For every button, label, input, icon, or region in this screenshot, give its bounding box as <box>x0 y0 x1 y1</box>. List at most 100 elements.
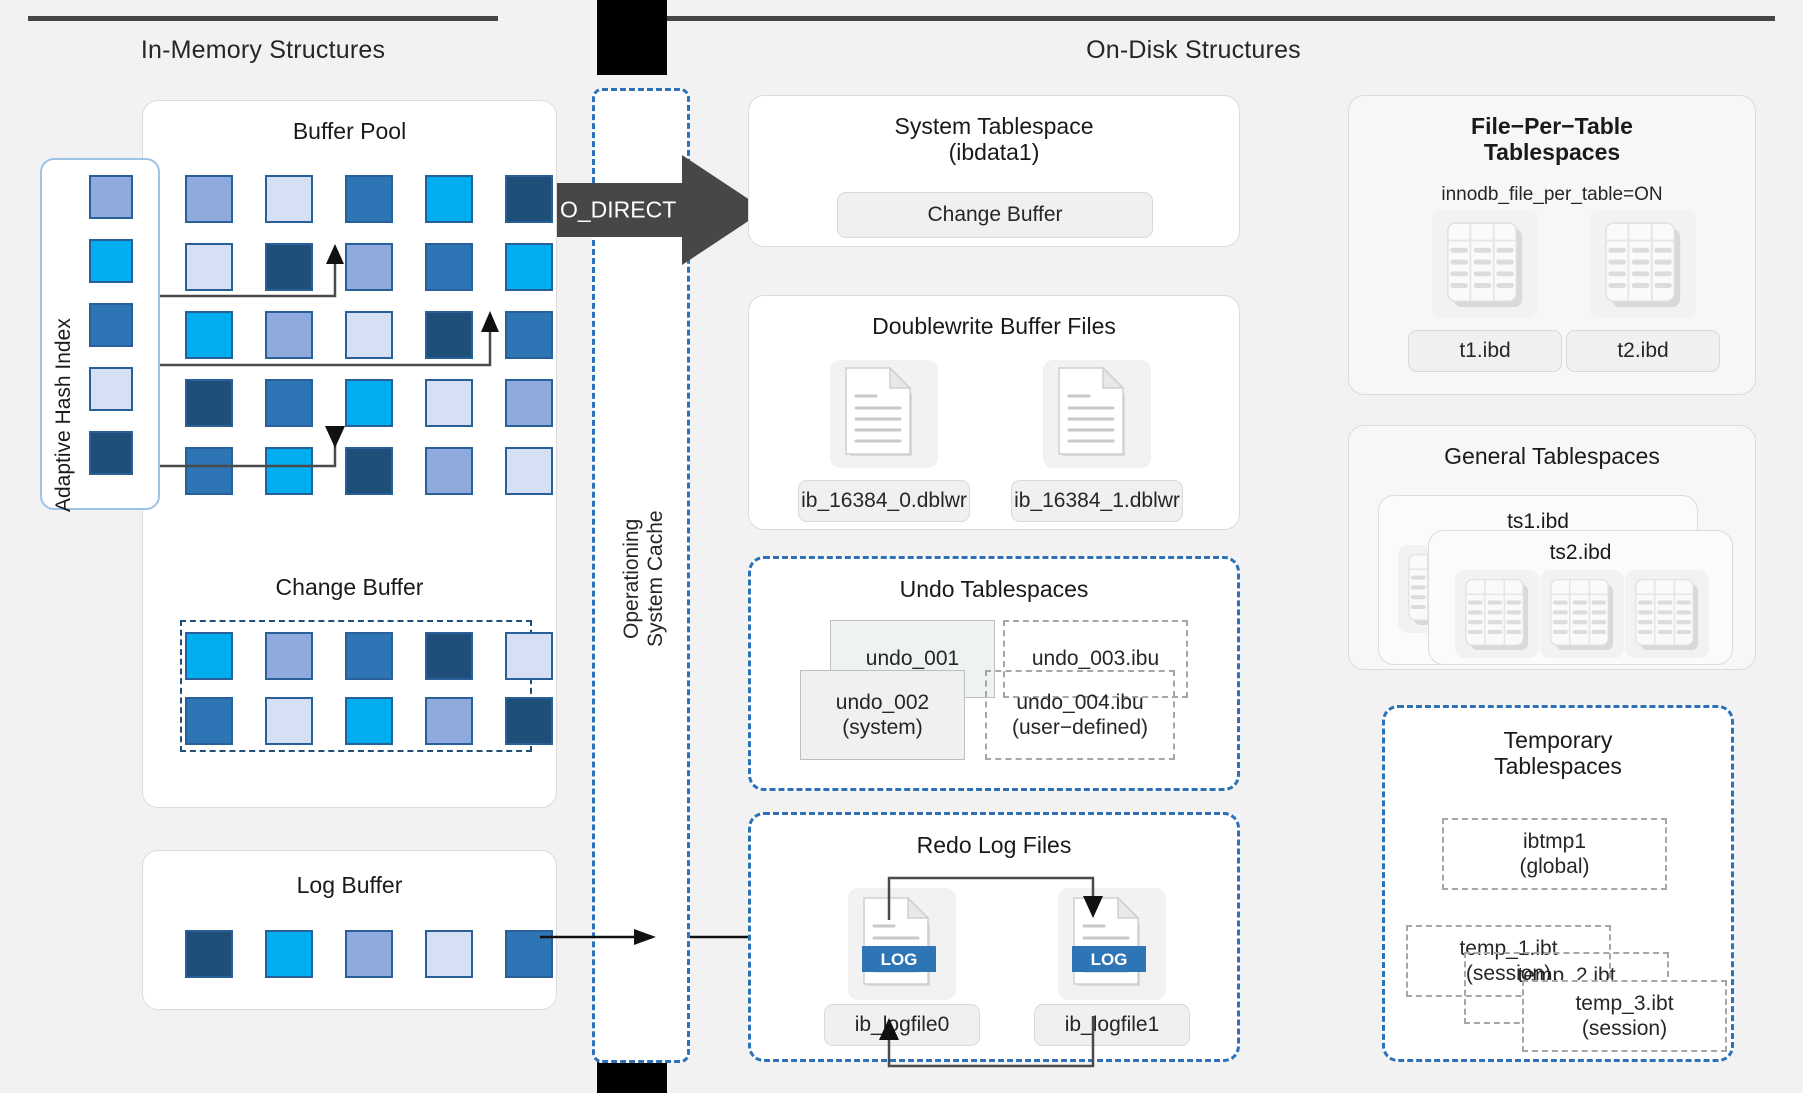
buffer-pool-page <box>265 447 313 495</box>
buffer-pool-page <box>185 175 233 223</box>
redo-log-files-title: Redo Log Files <box>916 832 1072 858</box>
change-buffer-page <box>185 632 233 680</box>
buffer-pool-page <box>505 311 553 359</box>
log-buffer-title: Log Buffer <box>296 872 403 898</box>
undo-tablespace-undo-004[interactable]: undo_004.ibu (user−defined) <box>985 670 1175 760</box>
right-column-title: On-Disk Structures <box>1086 36 1301 64</box>
o-direct-arrow-shape <box>530 155 765 265</box>
file-per-table-label[interactable]: t1.ibd <box>1408 330 1562 372</box>
change-buffer-page <box>345 697 393 745</box>
buffer-pool-page <box>185 379 233 427</box>
buffer-pool-page <box>505 243 553 291</box>
buffer-pool-page <box>185 243 233 291</box>
temporary-tablespace-ibtmp1[interactable]: ibtmp1 (global) <box>1442 818 1667 890</box>
change-buffer-page <box>505 632 553 680</box>
change-buffer-page <box>425 632 473 680</box>
os-cache-bottom-cap <box>597 1058 667 1093</box>
buffer-pool-page <box>425 447 473 495</box>
general-tablespaces-title: General Tablespaces <box>1444 443 1660 469</box>
doublewrite-buffer-title: Doublewrite Buffer Files <box>872 313 1116 339</box>
buffer-pool-title: Buffer Pool <box>292 118 407 144</box>
change-buffer-page <box>345 632 393 680</box>
doublewrite-file-icon <box>830 360 938 468</box>
adaptive-hash-index-page <box>89 303 133 347</box>
log-buffer-page <box>265 930 313 978</box>
temporary-tablespace-temp-1[interactable]: temp_1.ibt (session) <box>1406 925 1611 997</box>
doublewrite-file-icon <box>1043 360 1151 468</box>
document-icon-shape: LOG <box>862 896 936 986</box>
log-buffer-page <box>185 930 233 978</box>
document-icon-shape <box>845 366 912 456</box>
buffer-pool-page <box>345 379 393 427</box>
redo-log-file-icon: LOG <box>848 888 956 1000</box>
o-direct-label: O_DIRECT <box>560 196 677 223</box>
system-tablespace-change-buffer[interactable]: Change Buffer <box>837 192 1153 238</box>
document-icon-shape: LOG <box>1072 896 1146 986</box>
redo-log-file-label[interactable]: ib_logfile1 <box>1034 1004 1190 1046</box>
table-icon-shape <box>1605 222 1681 307</box>
general-tablespace-ts2-table-icon <box>1540 570 1624 658</box>
buffer-pool-page <box>185 447 233 495</box>
left-column-title: In-Memory Structures <box>140 36 386 64</box>
o-direct-arrow: O_DIRECT <box>530 155 765 265</box>
temporary-tablespace-temp-3[interactable]: temp_3.ibt (session) <box>1522 980 1727 1052</box>
table-icon-shape <box>1447 222 1523 307</box>
doublewrite-file-label[interactable]: ib_16384_1.dblwr <box>1011 480 1183 522</box>
undo-tablespace-undo-002[interactable]: undo_002 (system) <box>800 670 965 760</box>
change-buffer-page <box>265 697 313 745</box>
buffer-pool-page <box>265 311 313 359</box>
adaptive-hash-index-page <box>89 175 133 219</box>
buffer-pool-page <box>505 379 553 427</box>
undo-tablespaces-title: Undo Tablespaces <box>899 576 1089 602</box>
document-icon-shape <box>1058 366 1125 456</box>
left-column-rule <box>28 16 498 21</box>
log-buffer-page <box>425 930 473 978</box>
os-cache-top-cap <box>597 0 667 75</box>
redo-log-file-label[interactable]: ib_logfile0 <box>824 1004 980 1046</box>
right-column-rule <box>612 16 1775 21</box>
operating-system-cache-band: Operationing System Cache <box>592 88 690 1063</box>
change-buffer-mem-title: Change Buffer <box>275 574 424 600</box>
temporary-tablespaces-title: Temporary Tablespaces <box>1494 727 1622 779</box>
general-tablespace-ts2-label: ts2.ibd <box>1549 541 1612 564</box>
buffer-pool-page <box>185 311 233 359</box>
buffer-pool-page <box>265 379 313 427</box>
adaptive-hash-index-label: Adaptive Hash Index <box>52 318 75 512</box>
change-buffer-mem-dashed-box <box>180 620 532 752</box>
file-per-table-icon <box>1432 210 1538 318</box>
buffer-pool-page <box>425 175 473 223</box>
table-icon-shape <box>1550 579 1614 650</box>
file-per-table-title: File−Per−Table Tablespaces <box>1471 113 1633 165</box>
change-buffer-page <box>425 697 473 745</box>
table-icon-shape <box>1635 579 1699 650</box>
redo-log-file-icon: LOG <box>1058 888 1166 1000</box>
system-tablespace-card: System Tablespace (ibdata1) Change Buffe… <box>748 95 1240 247</box>
log-buffer-page <box>345 930 393 978</box>
change-buffer-page <box>505 697 553 745</box>
doublewrite-file-label[interactable]: ib_16384_0.dblwr <box>798 480 970 522</box>
file-per-table-icon <box>1590 210 1696 318</box>
buffer-pool-page <box>345 175 393 223</box>
system-tablespace-title: System Tablespace (ibdata1) <box>894 113 1094 165</box>
general-tablespace-ts2-table-icon <box>1625 570 1709 658</box>
log-buffer-page <box>505 930 553 978</box>
adaptive-hash-index-page <box>89 239 133 283</box>
file-per-table-subtitle: innodb_file_per_table=ON <box>1441 184 1663 205</box>
change-buffer-page <box>185 697 233 745</box>
buffer-pool-page <box>425 311 473 359</box>
general-tablespace-ts1-label: ts1.ibd <box>1507 510 1569 533</box>
svg-text:LOG: LOG <box>881 950 918 969</box>
buffer-pool-page <box>505 447 553 495</box>
svg-text:LOG: LOG <box>1091 950 1128 969</box>
buffer-pool-page <box>345 243 393 291</box>
buffer-pool-page <box>425 243 473 291</box>
undo-tablespace-undo-003[interactable]: undo_003.ibu <box>1003 620 1188 698</box>
buffer-pool-page <box>345 447 393 495</box>
buffer-pool-page <box>265 175 313 223</box>
buffer-pool-page <box>505 175 553 223</box>
change-buffer-page <box>265 632 313 680</box>
general-tablespace-ts2-table-icon <box>1455 570 1539 658</box>
adaptive-hash-index-page <box>89 367 133 411</box>
file-per-table-label[interactable]: t2.ibd <box>1566 330 1720 372</box>
